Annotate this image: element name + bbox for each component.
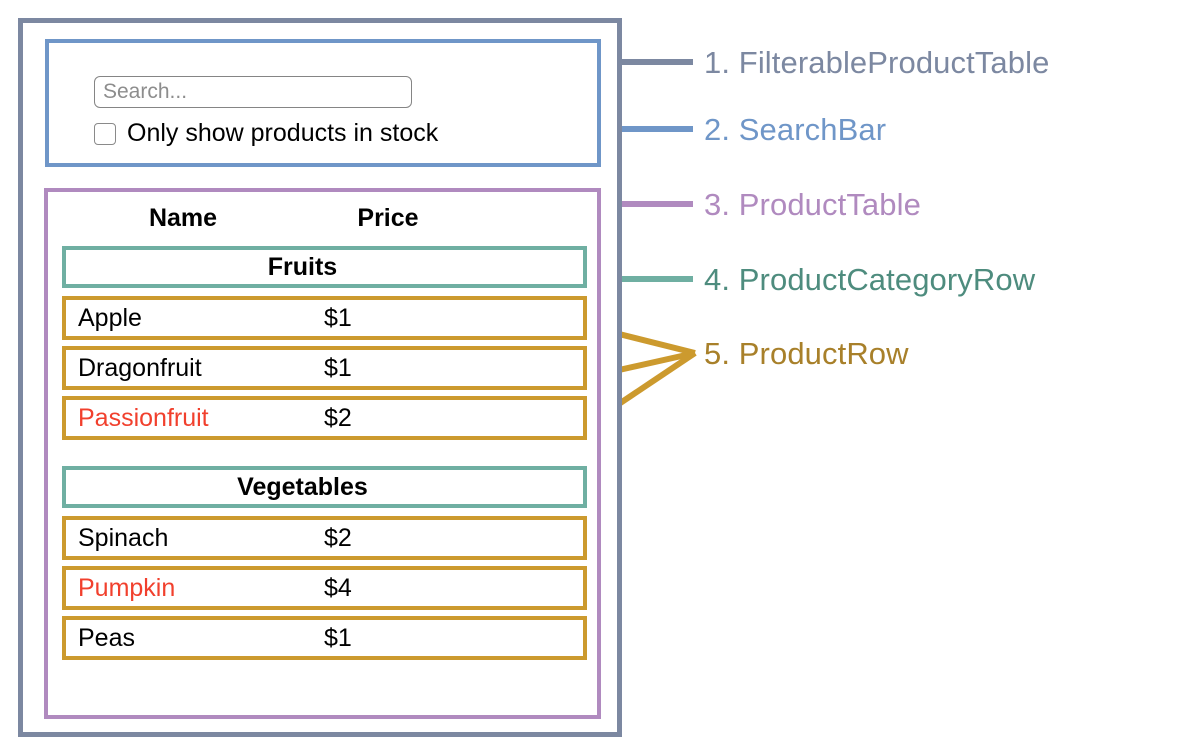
product-row[interactable]: Spinach $2 (62, 516, 587, 560)
product-name: Spinach (78, 523, 169, 552)
table-header-row: Name Price (58, 199, 588, 237)
in-stock-filter-row[interactable]: Only show products in stock (94, 121, 438, 146)
legend-item-product-table: 3. ProductTable (704, 189, 921, 220)
legend-label-text: ProductTable (738, 187, 921, 222)
product-price: $2 (324, 403, 352, 432)
legend-number: 4. (704, 262, 731, 297)
legend-label-text: SearchBar (738, 112, 887, 147)
search-input[interactable] (94, 76, 412, 108)
product-price: $2 (324, 523, 352, 552)
legend-number: 2. (704, 112, 731, 147)
legend-item-product-row: 5. ProductRow (704, 338, 909, 369)
product-row[interactable]: Peas $1 (62, 616, 587, 660)
product-name: Apple (78, 303, 142, 332)
product-price: $1 (324, 303, 352, 332)
legend-label-text: ProductCategoryRow (738, 262, 1036, 297)
legend-label-text: ProductRow (738, 336, 909, 371)
product-name: Peas (78, 623, 135, 652)
product-row[interactable]: Pumpkin $4 (62, 566, 587, 610)
search-bar-box: Only show products in stock (45, 39, 601, 167)
product-name: Dragonfruit (78, 353, 202, 382)
product-category-row: Vegetables (62, 466, 587, 508)
legend-label-text: FilterableProductTable (738, 45, 1050, 80)
legend-item-filterable-product-table: 1. FilterableProductTable (704, 47, 1049, 78)
product-table-box: Name Price Fruits Apple $1 Dragonfruit $… (44, 188, 601, 719)
product-name: Passionfruit (78, 403, 209, 432)
legend-number: 3. (704, 187, 731, 222)
product-name: Pumpkin (78, 573, 176, 602)
product-row[interactable]: Dragonfruit $1 (62, 346, 587, 390)
legend-item-search-bar: 2. SearchBar (704, 114, 886, 145)
group-spacer (62, 446, 587, 466)
product-price: $1 (324, 353, 352, 382)
column-header-price: Price (357, 203, 419, 232)
product-category-label: Fruits (267, 252, 338, 281)
legend-number: 1. (704, 45, 731, 80)
column-header-name: Name (148, 203, 218, 232)
product-row[interactable]: Passionfruit $2 (62, 396, 587, 440)
product-category-row: Fruits (62, 246, 587, 288)
product-price: $1 (324, 623, 352, 652)
product-category-label: Vegetables (237, 472, 368, 501)
product-price: $4 (324, 573, 352, 602)
in-stock-filter-label: Only show products in stock (127, 119, 439, 147)
checkbox-icon[interactable] (94, 122, 116, 145)
legend-item-product-category-row: 4. ProductCategoryRow (704, 264, 1035, 295)
legend-number: 5. (704, 336, 731, 371)
product-rows-area: Fruits Apple $1 Dragonfruit $1 Passionfr… (62, 246, 587, 666)
product-row[interactable]: Apple $1 (62, 296, 587, 340)
